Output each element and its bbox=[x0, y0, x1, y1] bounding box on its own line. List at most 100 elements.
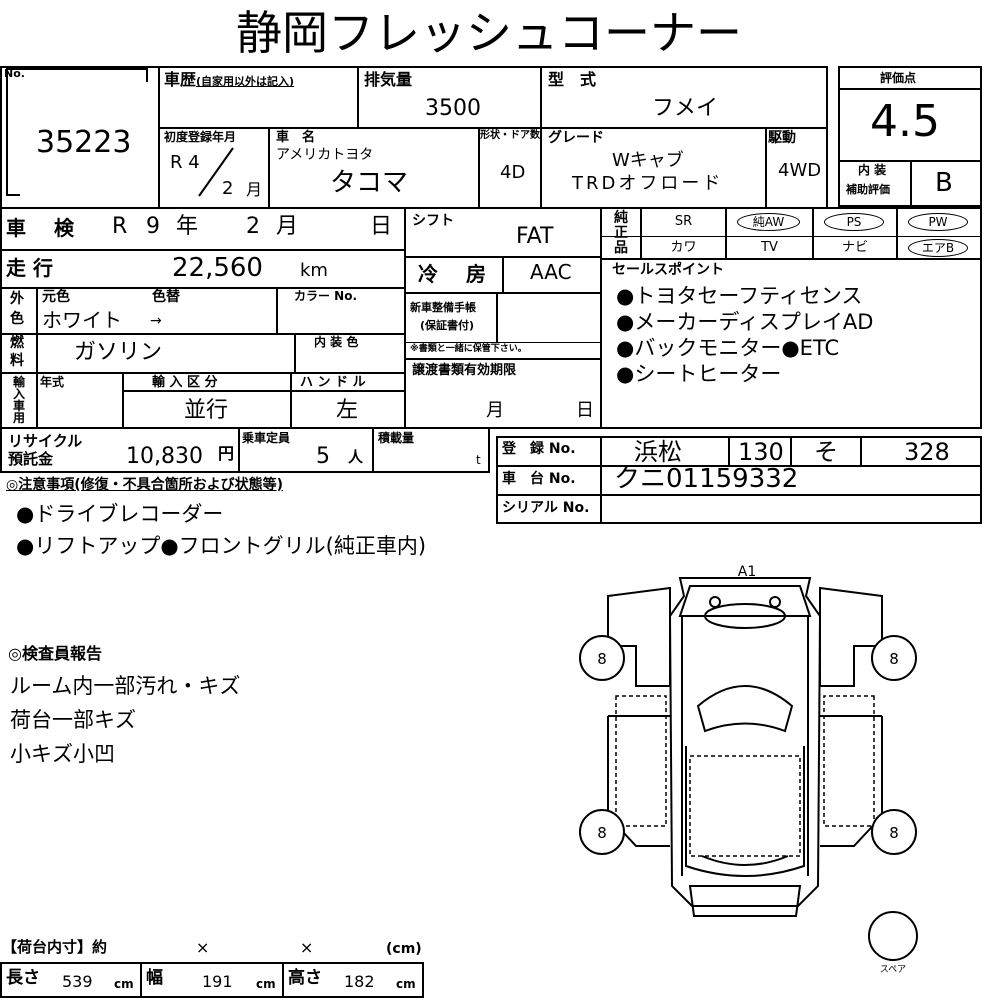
capacity-value: 5 bbox=[316, 444, 330, 469]
cargo-x-2: × bbox=[300, 938, 314, 957]
displacement-label: 排気量 bbox=[364, 70, 413, 89]
capacity-label: 乗車定員 bbox=[242, 431, 291, 445]
diagram-marker: A1 bbox=[738, 564, 756, 580]
inspection-month: 2 bbox=[246, 214, 260, 239]
mileage-unit: km bbox=[300, 260, 328, 281]
transfer-day-unit: 日 bbox=[576, 400, 594, 421]
warranty-label-2: (保証書付) bbox=[420, 319, 475, 332]
mileage-value: 22,560 bbox=[172, 253, 263, 283]
car-name-value: タコマ bbox=[330, 168, 409, 198]
grade-label: グレード bbox=[548, 130, 604, 146]
capacity-unit: 人 bbox=[348, 448, 364, 466]
color-change-arrow: → bbox=[150, 313, 162, 329]
import-side-label: 輸入車用 bbox=[12, 375, 25, 425]
cargo-unit-label: (cm) bbox=[386, 941, 422, 957]
interior-grade-label-1: 内 装 bbox=[858, 163, 887, 177]
registration-label: 登 録 No. bbox=[502, 441, 576, 457]
warranty-note: ※書類と一緒に保管下さい。 bbox=[410, 344, 527, 354]
cargo-width-unit: cm bbox=[256, 977, 276, 991]
model-type-value: フメイ bbox=[652, 96, 719, 121]
registration-table bbox=[496, 436, 982, 524]
cargo-height-label: 高さ bbox=[288, 968, 322, 988]
drive-value: 4WD bbox=[778, 160, 822, 181]
exterior-side-label-1: 外 bbox=[10, 291, 24, 307]
lot-label: No. bbox=[4, 67, 25, 80]
tire-rear-right-value: 8 bbox=[889, 824, 899, 842]
handle-label: ハ ン ド ル bbox=[300, 375, 366, 390]
displacement-value: 3500 bbox=[425, 96, 481, 121]
equipment-row1-3: PW bbox=[908, 213, 968, 231]
notes-label: ◎注意事項(修復・不具合箇所および状態等) bbox=[6, 477, 284, 493]
serial-label: シリアル No. bbox=[502, 500, 590, 516]
exterior-side-label-2: 色 bbox=[10, 311, 24, 327]
sales-point-2: ●メーカーディスプレイAD bbox=[616, 310, 874, 334]
mileage-label: 走 行 bbox=[6, 256, 53, 280]
fuel-value: ガソリン bbox=[74, 340, 163, 365]
interior-grade-value: B bbox=[935, 168, 953, 198]
inspector-item-2: 荷台一部キズ bbox=[10, 708, 136, 732]
cargo-x-1: × bbox=[196, 938, 210, 957]
inspection-label: 車 検 bbox=[6, 216, 78, 240]
transfer-label: 譲渡書類有効期限 bbox=[412, 363, 517, 378]
inspection-year-unit: 年 bbox=[176, 214, 199, 239]
warranty-label-1: 新車整備手帳 bbox=[410, 301, 476, 314]
inspection-month-unit: 月 bbox=[276, 214, 299, 239]
score-label: 評価点 bbox=[880, 71, 917, 85]
cargo-label: 【荷台内寸】約 bbox=[2, 938, 108, 956]
inspection-year: 9 bbox=[146, 214, 160, 239]
recycle-label-2: 預託金 bbox=[8, 450, 54, 468]
cargo-width-value: 191 bbox=[202, 972, 233, 991]
cargo-height-unit: cm bbox=[396, 977, 416, 991]
cargo-length-label: 長さ bbox=[6, 968, 40, 988]
sales-point-3: ●バックモニター●ETC bbox=[616, 336, 840, 360]
registration-number: 328 bbox=[904, 438, 950, 466]
load-unit: t bbox=[476, 453, 481, 467]
cargo-length-unit: cm bbox=[114, 977, 134, 991]
first-reg-month: 2 bbox=[222, 178, 234, 199]
drive-label: 駆動 bbox=[768, 130, 796, 146]
transfer-month-unit: 月 bbox=[486, 400, 504, 421]
first-reg-year: R 4 bbox=[170, 152, 200, 173]
score-value: 4.5 bbox=[870, 96, 940, 147]
shift-value: FAT bbox=[516, 224, 554, 249]
equipment-row2-1: TV bbox=[761, 240, 778, 255]
equipment-row1-1: 純AW bbox=[737, 213, 800, 231]
registration-class: 130 bbox=[738, 438, 784, 466]
ac-value: AAC bbox=[530, 260, 572, 284]
equipment-row2-2: ナビ bbox=[841, 240, 868, 255]
equipment-row2-3: エアB bbox=[908, 239, 968, 257]
chassis-value: クニ01159332 bbox=[614, 464, 799, 494]
ac-label: 冷 房 bbox=[418, 262, 490, 286]
equipment-row1-0: SR bbox=[674, 214, 693, 229]
model-type-label: 型 式 bbox=[548, 70, 597, 89]
tire-front-right-value: 8 bbox=[889, 650, 899, 668]
note-item-1: ●ドライブレコーダー bbox=[16, 502, 224, 526]
body-label: 形状・ドア数 bbox=[480, 130, 540, 141]
inspector-label: ◎検査員報告 bbox=[8, 644, 102, 663]
shift-label: シフト bbox=[412, 213, 454, 229]
interior-color-label: 内 装 色 bbox=[314, 335, 359, 349]
inspector-item-1: ルーム内一部汚れ・キズ bbox=[10, 674, 241, 698]
car-diagram: A1 8 8 8 8 スペア bbox=[579, 564, 918, 975]
note-item-2: ●リフトアップ●フロントグリル(純正車内) bbox=[16, 534, 427, 558]
color-no-label: カラー No. bbox=[294, 289, 358, 303]
recycle-label-1: リサイクル bbox=[8, 432, 83, 450]
page-title: 静岡フレッシュコーナー bbox=[236, 6, 742, 60]
first-reg-month-unit: 月 bbox=[246, 180, 263, 199]
recycle-value: 10,830 bbox=[126, 444, 203, 469]
interior-grade-label-2: 補助評価 bbox=[846, 183, 890, 196]
import-type-label: 輸 入 区 分 bbox=[152, 375, 218, 390]
tire-rear-left-value: 8 bbox=[597, 824, 607, 842]
recycle-unit: 円 bbox=[218, 444, 235, 463]
cargo-table bbox=[0, 962, 424, 998]
handle-value: 左 bbox=[336, 398, 359, 423]
exterior-color-value: ホワイト bbox=[42, 308, 122, 332]
chassis-label: 車 台 No. bbox=[502, 471, 576, 487]
import-type-value: 並行 bbox=[184, 398, 229, 423]
history-label: 車歴(自家用以外は記入) bbox=[164, 70, 295, 89]
first-reg-label: 初度登録年月 bbox=[164, 130, 237, 144]
spare-label: スペア bbox=[880, 965, 906, 975]
registration-kana: そ bbox=[814, 438, 838, 466]
cargo-height-value: 182 bbox=[344, 972, 375, 991]
first-reg-slash bbox=[198, 147, 234, 197]
